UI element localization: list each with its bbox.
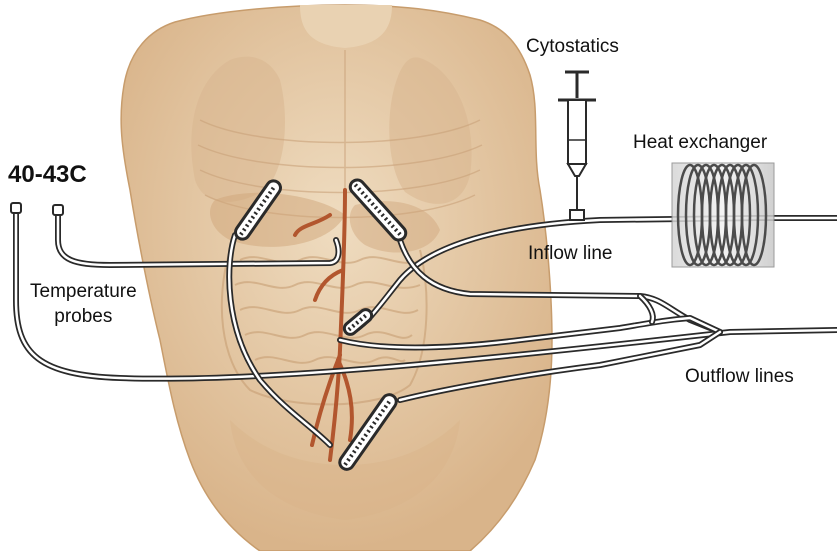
- heat-exchanger-label: Heat exchanger: [633, 132, 767, 154]
- temperature-probe-tips: [11, 203, 63, 215]
- syringe-port: [570, 210, 584, 220]
- inflow-line-label: Inflow line: [528, 243, 613, 265]
- temperature-label: 40-43C: [8, 161, 87, 189]
- probe-tip-1: [11, 203, 21, 213]
- syringe-tip: [568, 164, 586, 176]
- torso: [121, 5, 552, 551]
- temperature-probes-label: Temperature probes: [30, 279, 137, 329]
- cytostatics-label: Cytostatics: [526, 36, 619, 58]
- outflow-lines-label: Outflow lines: [685, 366, 794, 388]
- cytostatics-syringe: [558, 72, 596, 220]
- probe-tip-2: [53, 205, 63, 215]
- heat-exchanger: [672, 163, 774, 267]
- syringe-barrel: [568, 100, 586, 164]
